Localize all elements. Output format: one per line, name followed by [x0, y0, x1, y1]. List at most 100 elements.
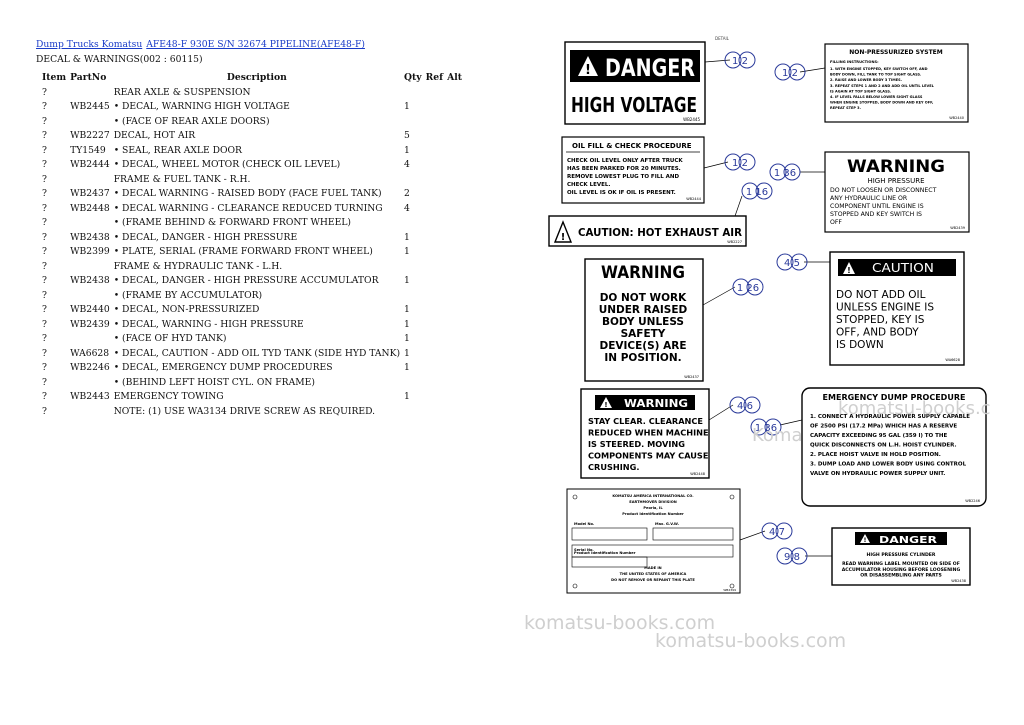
cell-ref — [424, 361, 445, 376]
exclamation-icon: ! — [561, 232, 566, 243]
cell-ref — [424, 86, 445, 101]
cell-description: • (BEHIND LEFT HOIST CYL. ON FRAME) — [113, 376, 315, 388]
cell-item: ? — [42, 347, 47, 359]
cell-ref — [424, 303, 445, 318]
cell-description: DECAL, HOT AIR — [113, 130, 196, 141]
decal-raised-body-line: DEVICE(S) ARE — [600, 340, 687, 352]
cell-partno — [68, 216, 112, 231]
cell-qty: 1 — [404, 347, 410, 359]
decal-high-voltage-line: HIGH VOLTAGE — [571, 93, 697, 117]
callout-number: 1 36 — [755, 423, 777, 434]
cell-description: • (FACE OF HYD TANK) — [113, 333, 227, 344]
cell-alt — [445, 260, 464, 275]
cell-description: • DECAL, NON-PRESSURIZED — [113, 304, 260, 315]
decal-emergency-dump-line: 2. PLACE HOIST VALVE IN HOLD POSITION. — [810, 452, 941, 458]
cell-ref — [424, 129, 445, 144]
callout-balloon: 1 26 — [732, 278, 764, 296]
cell-qty — [402, 376, 424, 391]
table-row: ?WB2437• DECAL WARNING - RAISED BODY (FA… — [36, 187, 464, 202]
decal-emergency-dump-line: 1. CONNECT A HYDRAULIC POWER SUPPLY CAPA… — [810, 414, 970, 420]
decal-clearance-line: CRUSHING. — [588, 462, 639, 472]
cell-ref — [424, 100, 445, 115]
callout-balloon: 4 5 — [776, 253, 808, 271]
cell-partno: WB2246 — [70, 362, 110, 373]
cell-ref — [424, 289, 445, 304]
decal-emergency-dump: EMERGENCY DUMP PROCEDURE 1. CONNECT A HY… — [801, 387, 987, 507]
cell-partno — [68, 260, 112, 275]
callout-balloon: 1 2 — [724, 51, 756, 69]
callout-balloon: 1 36 — [769, 163, 801, 181]
cell-description: • DECAL, EMERGENCY DUMP PROCEDURES — [113, 362, 333, 373]
decal-emergency-dump-title: EMERGENCY DUMP PROCEDURE — [823, 393, 966, 402]
breadcrumb-link-dump-trucks[interactable]: Dump Trucks Komatsu — [36, 39, 143, 50]
callout-balloon: 1 36 — [750, 418, 782, 436]
cell-alt — [445, 318, 464, 333]
decal-emergency-dump-line: CAPACITY EXCEEDING 95 GAL (359 l) TO THE — [810, 433, 947, 439]
decal-raised-body-code: WB2437 — [684, 375, 699, 379]
cell-description: • DECAL WARNING - CLEARANCE REDUCED TURN… — [113, 202, 383, 214]
cell-description: • SEAL, REAR AXLE DOOR — [113, 144, 242, 156]
callout-balloon: 1 2 — [774, 63, 806, 81]
decal-serial-plate-line: DO NOT REMOVE OR REPAINT THIS PLATE — [611, 578, 695, 582]
exclamation-icon: ! — [864, 537, 867, 544]
cell-qty: 1 — [404, 318, 410, 330]
cell-description: • DECAL, DANGER - HIGH PRESSURE — [113, 231, 298, 243]
cell-item: ? — [42, 304, 47, 315]
decal-oil-fill-line: CHECK LEVEL. — [567, 182, 610, 188]
cell-ref — [424, 115, 445, 130]
cell-item: ? — [42, 115, 47, 127]
callout-balloon: 1 16 — [741, 182, 773, 200]
decal-non-pressurized-title: NON-PRESSURIZED SYSTEM — [849, 49, 943, 56]
decal-serial-plate-line: Model No. — [574, 522, 594, 526]
callout-balloon: 1 2 — [724, 153, 756, 171]
callout-number: 1 2 — [782, 68, 798, 79]
decal-emergency-dump-line: 3. DUMP LOAD AND LOWER BODY USING CONTRO… — [810, 462, 967, 468]
cell-ref — [424, 173, 445, 188]
cell-item: ? — [42, 217, 47, 228]
callout-balloon: 9 8 — [776, 547, 808, 565]
decal-warning-high-pressure-sub: HIGH PRESSURE — [867, 177, 924, 185]
warning-triangle-icon — [600, 397, 612, 408]
cell-qty: 1 — [404, 246, 410, 257]
diagram-tiny-label: DETAIL — [715, 36, 730, 41]
cell-partno — [68, 173, 112, 188]
caution-triangle-icon — [843, 262, 855, 274]
cell-item: ? — [42, 362, 47, 373]
cell-item: ? — [42, 202, 47, 214]
cell-ref — [424, 187, 445, 202]
cell-partno: WB2438 — [70, 275, 110, 286]
cell-item: ? — [42, 130, 47, 141]
cell-description: • DECAL, CAUTION - ADD OIL TYD TANK (SID… — [113, 347, 401, 359]
decal-emergency-dump-line: VALVE ON HYDRAULIC POWER SUPPLY UNIT. — [810, 471, 945, 477]
decal-caution-add-oil-line: DO NOT ADD OIL — [836, 289, 926, 301]
cell-item: ? — [42, 173, 47, 185]
decal-serial-plate-line: KOMATSU AMERICA INTERNATIONAL CO. — [612, 494, 693, 498]
decal-raised-body-word: WARNING — [601, 263, 685, 283]
watermark: komatsu-books.com — [524, 612, 716, 634]
cell-description: • (FRAME BEHIND & FORWARD FRONT WHEEL) — [113, 217, 352, 228]
decal-raised-body-line: DO NOT WORK — [600, 292, 687, 304]
cell-partno — [68, 376, 112, 391]
cell-ref — [424, 260, 445, 275]
screw-hole-icon — [572, 494, 578, 500]
cell-qty — [402, 405, 424, 420]
decal-non-pressurized-line: 2. RAISE AND LOWER BODY 3 TIMES. — [830, 78, 902, 82]
cell-partno: WA6628 — [70, 347, 110, 359]
breadcrumb-link-model[interactable]: AFE48-F 930E S/N 32674 PIPELINE(AFE48-F) — [146, 39, 365, 50]
cell-qty: 1 — [404, 362, 410, 373]
col-header-description: Description — [226, 72, 287, 83]
col-header-ref: Ref — [425, 72, 444, 83]
watermark: komatsu-books.c — [838, 398, 991, 419]
decal-serial-plate-code: WB2399 — [723, 588, 736, 592]
warning-triangle-icon — [578, 56, 598, 76]
cell-partno: WB2399 — [70, 246, 110, 257]
cell-description: • (FRAME BY ACCUMULATOR) — [113, 289, 263, 301]
decal-emergency-dump-line: OF 2500 PSI (17.2 MPa) WHICH HAS A RESER… — [810, 424, 957, 430]
cell-qty: 1 — [404, 101, 410, 112]
cell-description: • DECAL WARNING - RAISED BODY (FACE FUEL… — [113, 188, 382, 199]
table-header-row: Item PartNo Description Qty Ref Alt — [36, 71, 464, 86]
cell-ref — [424, 347, 445, 362]
